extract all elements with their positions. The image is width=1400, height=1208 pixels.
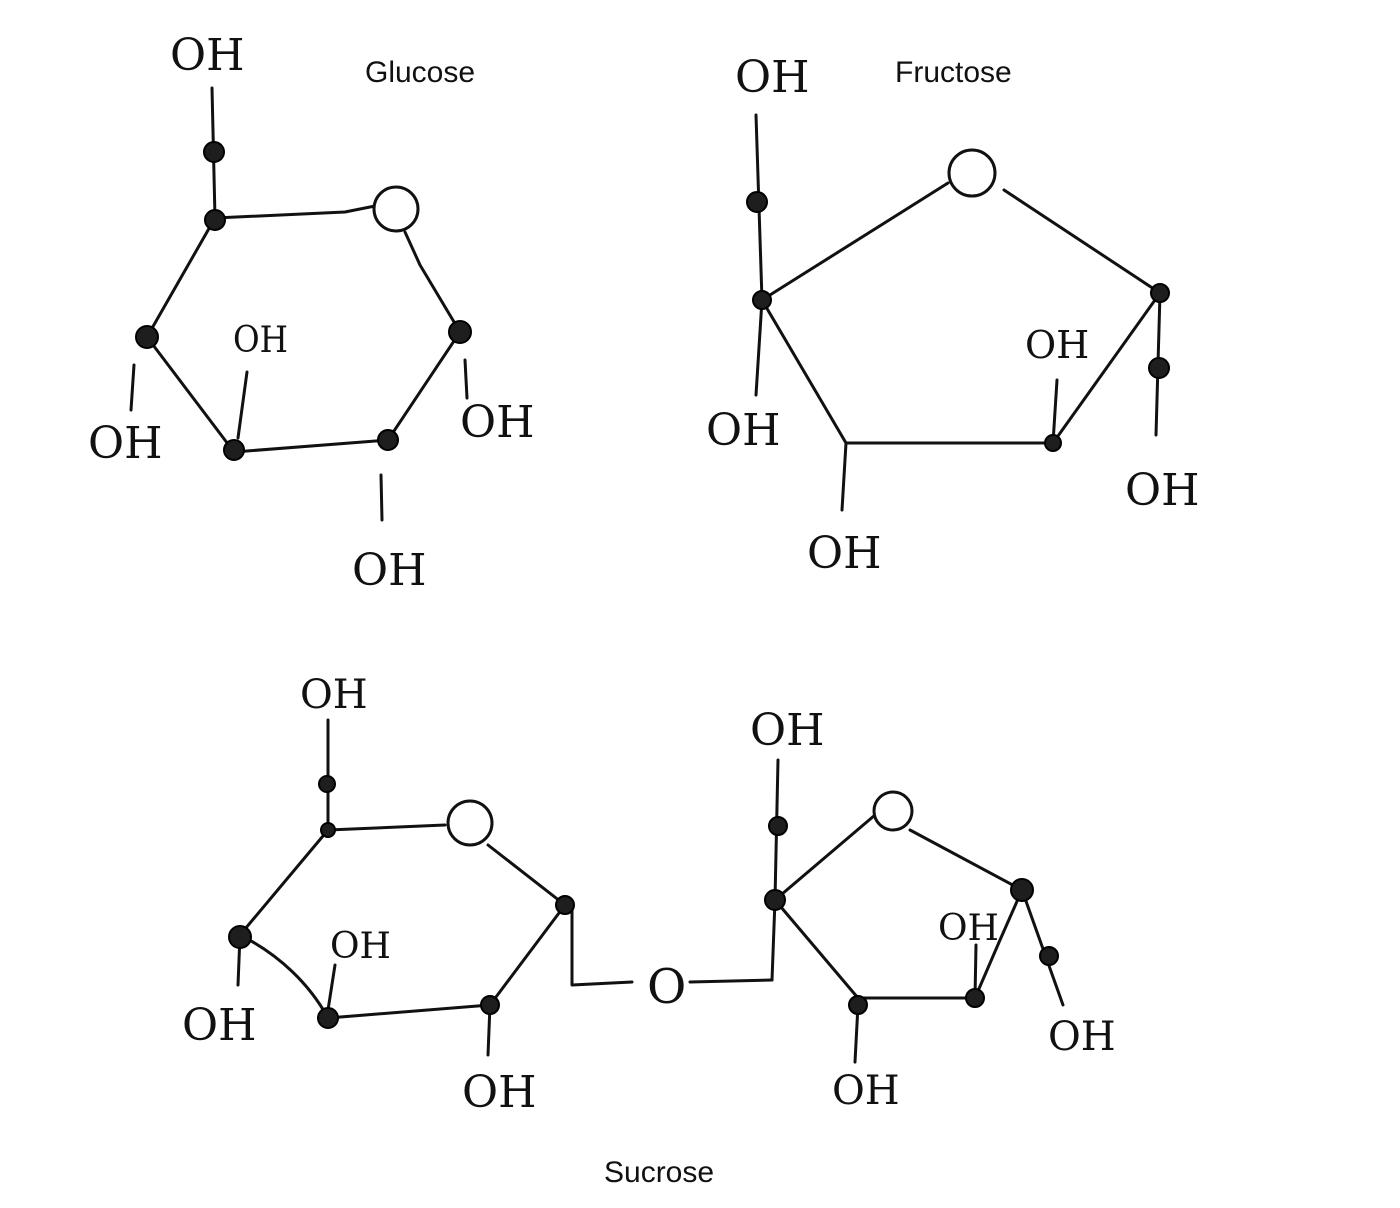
glucose-structure: Glucose OH OH OH OH OH xyxy=(88,30,534,596)
sucrose-bond xyxy=(486,843,567,907)
glycosidic-bond xyxy=(770,898,777,982)
glucose-bond xyxy=(403,230,462,334)
carbon-atom xyxy=(1039,946,1059,966)
fructose-bond xyxy=(760,181,950,302)
carbon-atom xyxy=(764,889,786,911)
hydroxyl-label: OH xyxy=(182,1000,256,1051)
carbon-atom xyxy=(1044,434,1062,452)
glucose-bond xyxy=(213,203,382,220)
carbon-atom xyxy=(135,325,159,349)
oxygen-atom xyxy=(372,185,420,233)
hydroxyl-label: OH xyxy=(832,1068,900,1114)
sucrose-title: Sucrose xyxy=(604,1156,714,1189)
glucose-bond xyxy=(379,473,384,522)
sucrose-bond xyxy=(908,828,1024,892)
glucose-bond xyxy=(463,358,469,400)
hydroxyl-label: OH xyxy=(330,926,391,967)
sucrose-bond xyxy=(973,888,1024,1000)
sucrose-bond xyxy=(326,823,447,832)
oxygen-atom xyxy=(947,148,997,198)
carbon-atom xyxy=(1150,283,1170,303)
sucrose-bond xyxy=(1020,888,1065,1007)
carbon-atom xyxy=(223,439,245,461)
carbon-atom xyxy=(1010,878,1034,902)
sucrose-bond xyxy=(238,933,330,1020)
hydroxyl-label: OH xyxy=(352,545,426,596)
sucrose-bond xyxy=(326,963,337,1012)
glucose-bond xyxy=(129,363,136,412)
glucose-bond xyxy=(386,330,462,442)
hydroxyl-label: OH xyxy=(233,320,288,361)
glucose-bond xyxy=(232,438,390,454)
glucose-bond xyxy=(236,370,249,440)
oxygen-atom xyxy=(446,799,494,847)
sucrose-bond xyxy=(238,828,330,937)
carbon-atom xyxy=(448,320,472,344)
carbon-atom xyxy=(318,775,336,793)
glucose-bond xyxy=(145,335,236,454)
glycosidic-bond xyxy=(688,978,774,984)
carbon-atom xyxy=(746,191,768,213)
carbon-atom xyxy=(203,141,225,163)
glucose-bond xyxy=(145,216,217,339)
fructose-structure: Fructose OH OH OH OH OH xyxy=(706,52,1199,579)
hydroxyl-label: OH xyxy=(807,528,881,579)
hydroxyl-label: OH xyxy=(938,908,999,949)
fructose-title: Fructose xyxy=(895,56,1012,89)
oxygen-atom xyxy=(872,790,914,832)
hydroxyl-label: OH xyxy=(460,397,534,448)
fructose-bond xyxy=(760,298,848,445)
hydroxyl-label: OH xyxy=(1025,323,1089,367)
carbon-atom xyxy=(555,895,575,915)
carbon-atom xyxy=(204,209,226,231)
carbon-atom xyxy=(768,816,788,836)
carbon-atom xyxy=(320,822,336,838)
fructose-bond xyxy=(754,298,764,397)
hydroxyl-label: OH xyxy=(88,418,162,469)
carbon-atom xyxy=(1148,357,1170,379)
fructose-bond xyxy=(840,441,848,512)
sucrose-structure: Sucrose O xyxy=(182,672,1116,1189)
fructose-bond xyxy=(1002,188,1162,295)
glycosidic-bond xyxy=(570,903,634,987)
sucrose-bond xyxy=(773,898,860,1000)
hydroxyl-label: OH xyxy=(1125,465,1199,516)
sucrose-bond xyxy=(488,903,567,1007)
sucrose-bond xyxy=(326,1003,492,1020)
hydroxyl-label: OH xyxy=(735,52,809,103)
hydroxyl-label: OH xyxy=(170,30,244,81)
carbon-atom xyxy=(965,988,985,1008)
hydroxyl-label: OH xyxy=(750,705,824,756)
carbon-atom xyxy=(752,290,772,310)
hydroxyl-label: OH xyxy=(706,405,780,456)
carbon-atom xyxy=(228,925,252,949)
fructose-bond xyxy=(1051,291,1162,445)
hydroxyl-label: OH xyxy=(300,672,368,718)
hydroxyl-label: OH xyxy=(462,1067,536,1118)
sucrose-bond xyxy=(773,813,877,902)
carbon-atom xyxy=(848,995,868,1015)
glucose-title: Glucose xyxy=(365,56,475,89)
hydroxyl-label: OH xyxy=(1048,1014,1116,1060)
carbon-atom xyxy=(377,429,399,451)
carbon-atom xyxy=(317,1007,339,1029)
carbon-atom xyxy=(480,995,500,1015)
bridge-oxygen-label: O xyxy=(647,959,686,1015)
fructose-bond xyxy=(1051,378,1059,445)
